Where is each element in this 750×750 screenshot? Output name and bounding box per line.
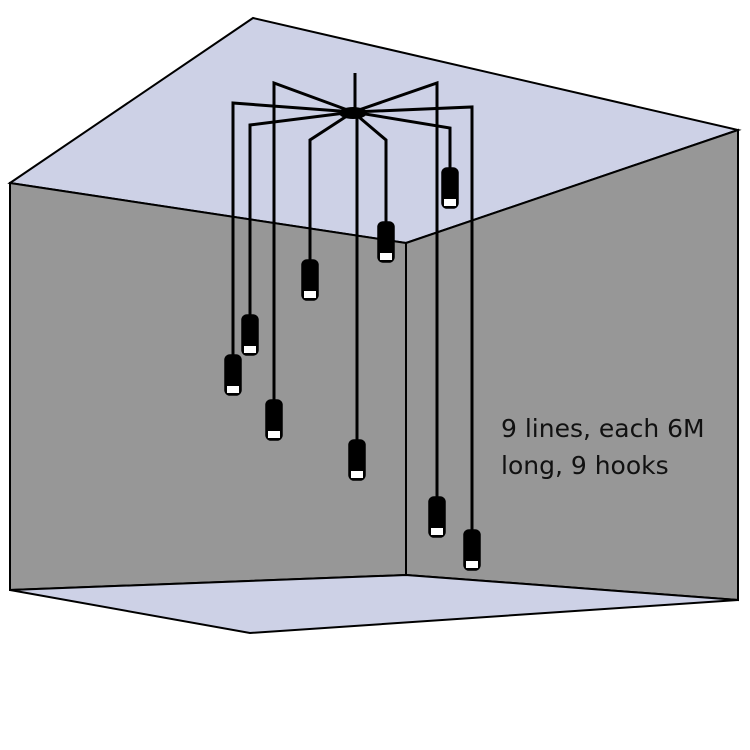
pendant-bulb xyxy=(351,471,363,478)
pendant-shade xyxy=(348,439,366,481)
pendant-bulb xyxy=(268,431,280,438)
caption-line-2: long, 9 hooks xyxy=(501,451,669,480)
pendant-shade xyxy=(441,167,459,209)
pendant-cord xyxy=(248,110,354,315)
pendant-bulb xyxy=(380,253,392,260)
floor xyxy=(9,573,739,635)
left-wall xyxy=(9,181,407,592)
pendant-bulb xyxy=(444,199,456,206)
pendant-cord xyxy=(352,105,474,530)
pendant-shade xyxy=(224,354,242,396)
pendant-bulb xyxy=(466,561,478,568)
pendant-shade xyxy=(463,529,481,571)
spider-chandelier xyxy=(224,73,481,571)
pendant-cord xyxy=(352,110,452,168)
pendant-cord xyxy=(272,80,354,400)
pendant-cord xyxy=(352,80,439,497)
pendant-shade xyxy=(428,496,446,538)
pendant-bulb xyxy=(244,346,256,353)
pendant-cord xyxy=(352,110,388,222)
caption: 9 lines, each 6M long, 9 hooks xyxy=(501,410,705,484)
pendant-shade xyxy=(377,221,395,263)
canopy xyxy=(339,107,367,119)
caption-line-1: 9 lines, each 6M xyxy=(501,414,705,443)
pendant-cord xyxy=(308,110,354,260)
pendant-bulb xyxy=(431,528,443,535)
pendant-shade xyxy=(241,314,259,356)
pendant-bulb xyxy=(227,386,239,393)
pendant-shade xyxy=(301,259,319,301)
pendant-bulb xyxy=(304,291,316,298)
pendant-cord xyxy=(231,101,354,355)
pendant-shade xyxy=(265,399,283,441)
